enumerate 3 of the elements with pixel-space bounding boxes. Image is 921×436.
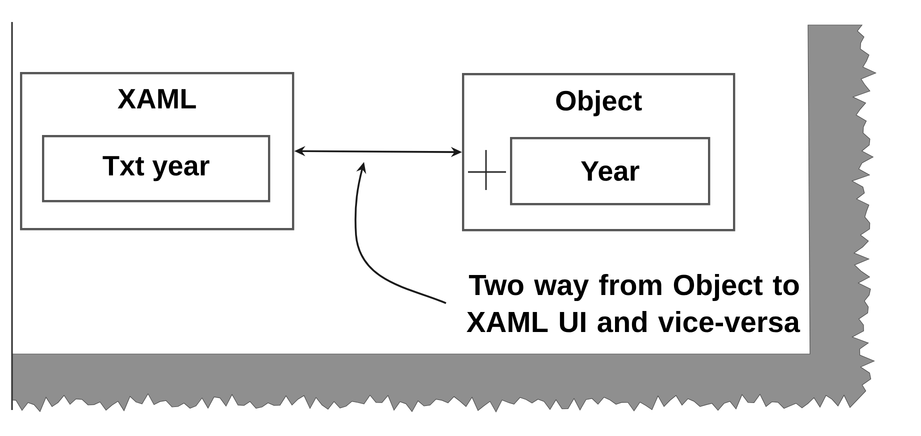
callout-text: Two way from Object to XAML UI and vice-versa: [466, 274, 800, 332]
text-box: Year: [510, 137, 710, 206]
text-box: Txt year: [42, 135, 270, 202]
